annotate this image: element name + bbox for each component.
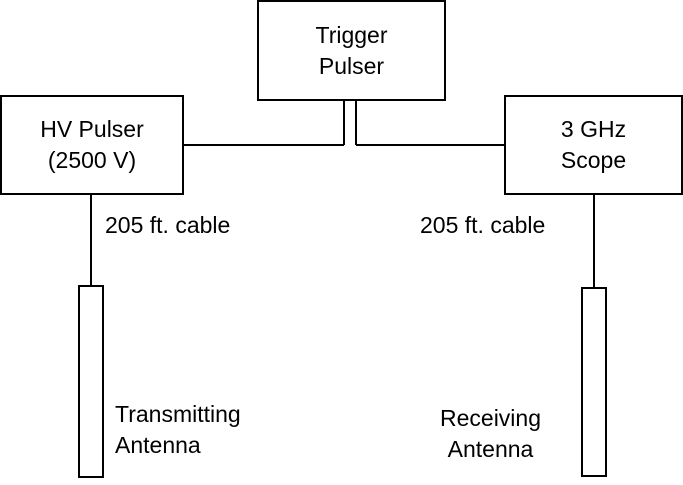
scope-label-line2: Scope: [560, 147, 627, 173]
cable-label-right: 205 ft. cable: [420, 212, 546, 238]
transmitting-antenna: [78, 285, 104, 478]
receiving-antenna: [581, 287, 607, 477]
trigger-pulser-label-line2: Pulser: [318, 52, 385, 79]
scope-label-line1: 3 GHz: [560, 116, 627, 142]
receiving-antenna-label-line1: Receiving: [440, 405, 541, 431]
transmitting-antenna-label-line1: Transmitting: [115, 401, 241, 427]
hv-pulser-label-line2: (2500 V): [47, 147, 137, 173]
receiving-antenna-label: Receiving Antenna: [440, 403, 541, 465]
transmitting-antenna-label: Transmitting Antenna: [115, 399, 241, 461]
trigger-pulser-box: Trigger Pulser: [257, 0, 446, 101]
hv-pulser-label-line1: HV Pulser: [40, 116, 144, 142]
transmitting-antenna-label-line2: Antenna: [115, 432, 201, 458]
scope-box: 3 GHz Scope: [504, 95, 683, 195]
receiving-antenna-label-line2: Antenna: [447, 436, 534, 462]
cable-label-left: 205 ft. cable: [105, 212, 231, 238]
hv-pulser-box: HV Pulser (2500 V): [0, 95, 184, 195]
trigger-pulser-label-line1: Trigger: [315, 21, 388, 48]
